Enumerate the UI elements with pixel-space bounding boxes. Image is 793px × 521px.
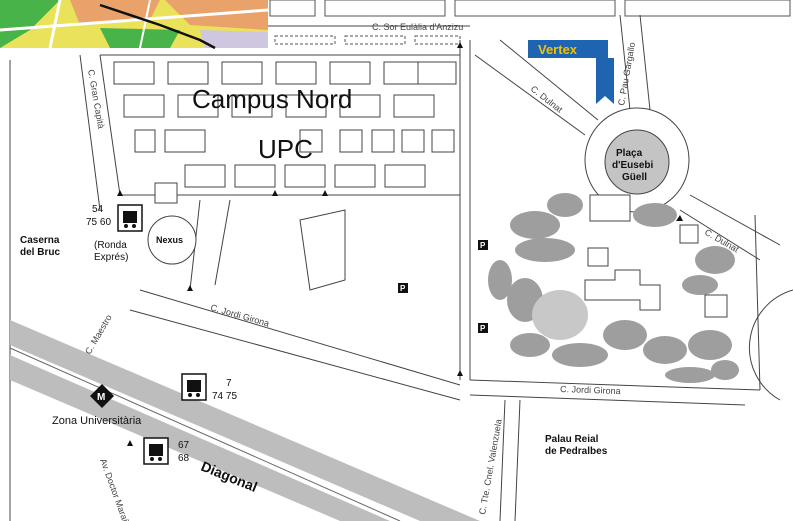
street-network xyxy=(9,14,781,521)
svg-text:P: P xyxy=(480,241,486,250)
bus1-note-a: (Ronda xyxy=(94,240,127,251)
palau-label-1: Palau Reial xyxy=(545,434,599,445)
svg-text:M: M xyxy=(97,392,105,403)
caserna-label-2: del Bruc xyxy=(20,247,60,258)
campus-subtitle: UPC xyxy=(258,134,313,164)
bus3-lines-a: 67 xyxy=(178,440,190,451)
nexus-building xyxy=(147,215,197,265)
bus2-lines-a: 7 xyxy=(226,378,232,389)
bus2-lines-b: 74 75 xyxy=(212,391,237,402)
vertex-banner: Vertex xyxy=(528,40,614,104)
bus1-lines-b: 75 60 xyxy=(86,217,111,228)
bus-stop-1 xyxy=(117,204,143,232)
street-maestro: C. Maestro xyxy=(83,313,114,356)
campus-buildings xyxy=(113,61,728,318)
street-tte-valenzuela: C. Tte. Cnel. Valenzuela xyxy=(477,418,504,515)
placa-label-1: Plaça xyxy=(616,148,643,159)
bus-stop-2 xyxy=(181,373,207,401)
bus-stop-3 xyxy=(143,437,169,465)
parking-icon-3: P xyxy=(478,323,488,333)
direction-arrows xyxy=(117,42,683,446)
bus1-lines-a: 54 xyxy=(92,204,104,215)
svg-text:P: P xyxy=(400,284,406,293)
parking-icon-2: P xyxy=(478,240,488,250)
zona-label: Zona Universitària xyxy=(52,415,142,427)
caserna-label-1: Caserna xyxy=(20,235,60,246)
inset-map xyxy=(0,0,269,50)
nexus-label: Nexus xyxy=(156,235,183,245)
roundabout xyxy=(584,107,793,401)
svg-text:P: P xyxy=(480,324,486,333)
top-blocks xyxy=(269,0,791,45)
vertex-label: Vertex xyxy=(538,42,578,57)
metro-icon: M xyxy=(90,384,114,408)
street-pau-gargallo: C. Pau Gargallo xyxy=(616,42,637,107)
campus-title: Campus Nord xyxy=(192,84,352,114)
street-sor-eulalia: C. Sor Eulàlia d'Anzizu xyxy=(372,22,463,32)
parking-icon-1: P xyxy=(398,283,408,293)
street-jordi-girona-low: C. Jordi Girona xyxy=(560,384,621,396)
bus3-lines-b: 68 xyxy=(178,453,190,464)
street-jordi-girona-mid: C. Jordi Girona xyxy=(209,302,270,328)
palau-label-2: de Pedralbes xyxy=(545,446,608,457)
street-doctor-maranon: Av. Doctor Marañón xyxy=(98,457,134,521)
placa-label-3: Güell xyxy=(622,172,647,183)
bus1-note-b: Exprés) xyxy=(94,252,128,263)
parking-markers: P P P xyxy=(398,240,488,333)
park-vegetation xyxy=(488,193,739,383)
placa-label-2: d'Eusebi xyxy=(612,160,653,171)
